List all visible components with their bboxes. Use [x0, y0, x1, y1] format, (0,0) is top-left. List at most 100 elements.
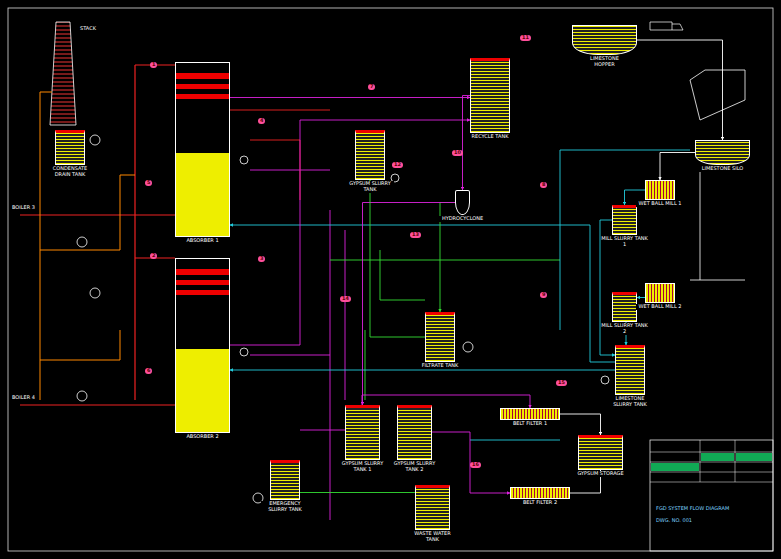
equipment-label: BELT FILTER 2 [516, 500, 564, 506]
callout-number: 16 [470, 462, 481, 468]
shape-outline [415, 485, 450, 530]
shape-outline [572, 25, 637, 55]
equipment-label: ABSORBER 2 [179, 434, 227, 440]
callout-number: 12 [392, 162, 403, 168]
tank-vessel: GYPSUM SLURRY TANK 1 [345, 405, 380, 473]
callout-number: 1 [150, 62, 157, 68]
title-block-cell [736, 453, 772, 461]
tank-vessel: WASTE WATER TANK [415, 485, 450, 543]
pipe-connector [362, 395, 530, 408]
title-block [650, 440, 773, 551]
silo-vessel: LIMESTONE HOPPER [572, 25, 637, 68]
tank-vessel: RECYCLE TANK [470, 58, 510, 140]
shape-outline [500, 408, 560, 420]
pipe-connector [363, 203, 456, 406]
shape-outline [345, 405, 380, 460]
stream-label: BOILER 3 [12, 205, 35, 211]
shape-outline [645, 180, 675, 200]
stream-label: BOILER 4 [12, 395, 35, 401]
equipment-label: RECYCLE TANK [466, 134, 514, 140]
shape-outline [612, 292, 637, 322]
pipe-connector [230, 97, 470, 98]
drawing-frame [8, 8, 773, 551]
fan [77, 391, 87, 401]
pipe-connector [637, 40, 723, 140]
equipment-label: MILL SLURRY TANK 1 [601, 236, 649, 248]
equipment-label: GYPSUM SLURRY TANK [346, 181, 394, 193]
oxidation-air-pipe [230, 110, 330, 200]
title-block-grid [650, 440, 773, 482]
fan [90, 135, 100, 145]
equipment-label: LIMESTONE HOPPER [581, 56, 629, 68]
silo-vessel: LIMESTONE SILO [695, 140, 750, 172]
equipment-box: BELT FILTER 1 [500, 408, 560, 427]
equipment-box: WET BALL MILL 1 [645, 180, 675, 207]
equipment-label: FILTRATE TANK [416, 363, 464, 369]
tank-vessel: CONDENSATE DRAIN TANK [55, 130, 85, 178]
pump [240, 156, 248, 164]
title-block-text: FGD SYSTEM FLOW DIAGRAM [656, 506, 729, 512]
absorber-tower: ABSORBER 1 [175, 62, 230, 244]
shape-outline [612, 205, 637, 235]
tank-vessel: MILL SLURRY TANK 1 [612, 205, 637, 248]
bucket-elevator [690, 70, 745, 120]
clean-gas-pipe [40, 92, 120, 400]
tank-vessel: GYPSUM SLURRY TANK 2 [397, 405, 432, 473]
pipe-connector [637, 297, 645, 298]
shape-outline [55, 130, 85, 165]
equipment-label: GYPSUM SLURRY TANK 2 [391, 461, 439, 473]
cyclone-symbol: HYDROCYCLONE [455, 190, 470, 222]
shape-outline [425, 312, 455, 362]
callout-number: 15 [556, 380, 567, 386]
flue-gas-pipe [20, 404, 175, 405]
water-pipe [330, 250, 560, 400]
callout-number: 4 [258, 118, 265, 124]
callout-number: 7 [368, 84, 375, 90]
title-block-cell [701, 453, 734, 461]
title-block-text: DWG. NO. 001 [656, 518, 692, 524]
flue-gas-pipe [20, 214, 175, 215]
pipe-connector [230, 225, 615, 362]
clean-gas-pipe [120, 175, 135, 360]
absorber-tower: ABSORBER 2 [175, 258, 230, 440]
tank-vessel: MILL SLURRY TANK 2 [612, 292, 637, 335]
shape-outline [470, 58, 510, 133]
conveyor [690, 170, 745, 280]
equipment-box: WET BALL MILL 2 [645, 283, 675, 310]
equipment-label: WASTE WATER TANK [409, 531, 457, 543]
pipe-connector [432, 432, 510, 493]
equipment-label: GYPSUM STORAGE [577, 471, 625, 477]
pipe-connector [230, 370, 615, 371]
equipment-label: WET BALL MILL 1 [636, 201, 684, 207]
flue-gas-pipe [135, 65, 175, 400]
pipe-connector [660, 153, 695, 181]
shape-outline [615, 345, 645, 395]
shape-outline [578, 435, 623, 470]
shape-outline [695, 140, 750, 165]
callout-number: 11 [520, 35, 531, 41]
callout-number: 8 [540, 182, 547, 188]
process-water-pipe [470, 150, 690, 440]
tank-vessel: FILTRATE TANK [425, 312, 455, 369]
truck-icon [650, 22, 683, 30]
pump [601, 376, 609, 384]
tank-vessel: GYPSUM STORAGE [578, 435, 623, 477]
fan [90, 288, 100, 298]
equipment-label: EMERGENCY SLURRY TANK [261, 501, 309, 513]
equipment-label: LIMESTONE SLURRY TANK [606, 396, 654, 408]
callout-number: 14 [340, 296, 351, 302]
tank-vessel: LIMESTONE SLURRY TANK [615, 345, 645, 408]
callout-number: 9 [540, 292, 547, 298]
equipment-label: BELT FILTER 1 [506, 421, 554, 427]
equipment-label: WET BALL MILL 2 [636, 304, 684, 310]
equipment-label: CONDENSATE DRAIN TANK [46, 166, 94, 178]
pipe-connector [463, 96, 471, 191]
shape-outline [175, 62, 230, 237]
callout-number: 13 [410, 232, 421, 238]
title-block-cell [651, 463, 699, 471]
pipe-connector [370, 180, 425, 337]
shape-outline [645, 283, 675, 303]
pump [463, 342, 473, 352]
